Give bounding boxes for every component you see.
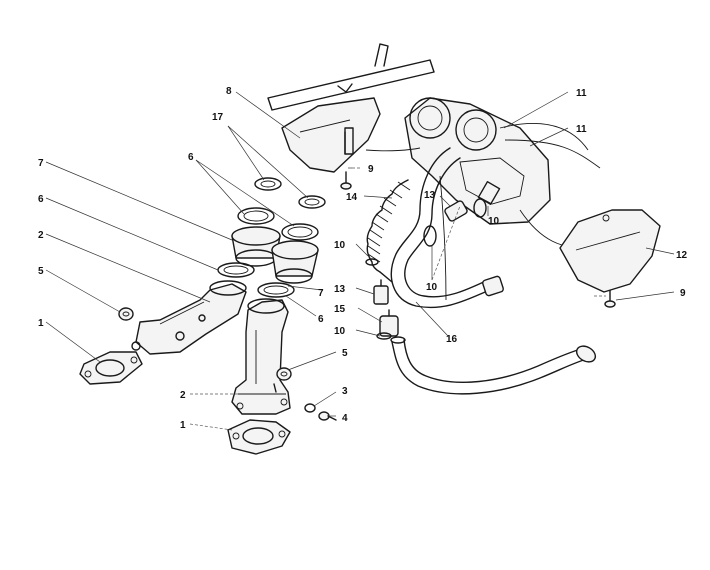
clamp-6-right-upper bbox=[281, 223, 319, 241]
callout-13-lower: 13 bbox=[334, 284, 346, 295]
callout-16: 16 bbox=[446, 334, 458, 345]
hose-lower bbox=[391, 339, 597, 395]
callout-15: 15 bbox=[334, 304, 346, 315]
callout-8: 8 bbox=[226, 86, 232, 97]
callout-2-left: 2 bbox=[38, 230, 44, 241]
callout-3: 3 bbox=[342, 386, 348, 397]
cover-plate-12 bbox=[559, 209, 661, 293]
callout-6-right: 6 bbox=[318, 314, 324, 325]
callout-6-left: 6 bbox=[38, 194, 44, 205]
callout-2-right: 2 bbox=[180, 390, 186, 401]
intake-manifold-2-right bbox=[231, 298, 291, 415]
callout-10-d: 10 bbox=[334, 326, 346, 337]
callout-13-upper: 13 bbox=[424, 190, 436, 201]
callout-10-b: 10 bbox=[426, 282, 438, 293]
callout-labels: 1 1 2 2 3 4 5 5 6 6 6 7 7 8 9 9 10 10 10… bbox=[38, 86, 688, 431]
callout-11-lower: 11 bbox=[576, 124, 587, 135]
gasket-17a bbox=[254, 177, 282, 191]
washer-3 bbox=[304, 403, 316, 413]
cover-plate-8 bbox=[281, 97, 381, 173]
fitting-13-upper bbox=[444, 200, 468, 222]
callout-10-a: 10 bbox=[334, 240, 346, 251]
clamp-6-right-lower bbox=[257, 282, 295, 298]
nut-5-right bbox=[276, 367, 292, 381]
callout-4: 4 bbox=[342, 413, 348, 424]
sleeve-7-right bbox=[271, 240, 319, 284]
callout-14: 14 bbox=[346, 192, 358, 203]
sleeve-7-left bbox=[231, 226, 281, 267]
callout-10-c: 10 bbox=[488, 216, 500, 227]
hose-clamp-10d bbox=[376, 332, 406, 344]
hose-16 bbox=[390, 147, 504, 309]
intake-manifold-2-left bbox=[131, 280, 247, 355]
callout-12: 12 bbox=[676, 250, 688, 261]
clamp-6-left-lower bbox=[217, 262, 255, 278]
flange-1-left bbox=[79, 351, 143, 385]
callout-1-right: 1 bbox=[180, 420, 186, 431]
callout-6-top: 6 bbox=[188, 152, 194, 163]
callout-7-left: 7 bbox=[38, 158, 44, 169]
screw-9-right bbox=[604, 289, 616, 308]
hose-clamp-10b bbox=[423, 225, 437, 247]
screw-9-top bbox=[340, 171, 352, 190]
spring-14 bbox=[366, 179, 411, 283]
nut-5-left bbox=[118, 307, 134, 321]
flange-1-right bbox=[227, 419, 291, 455]
hose-clamp-10c bbox=[473, 198, 487, 218]
callout-1-left: 1 bbox=[38, 318, 44, 329]
clamp-6-left-upper bbox=[237, 207, 275, 225]
carburettor-assembly bbox=[365, 97, 601, 301]
fitting-15 bbox=[379, 309, 399, 337]
fitting-13-lower bbox=[373, 279, 389, 305]
callout-9-right: 9 bbox=[680, 288, 686, 299]
bolt-4 bbox=[318, 411, 337, 421]
callout-9-top: 9 bbox=[368, 164, 374, 175]
leader-lines bbox=[45, 91, 675, 431]
callout-5-right: 5 bbox=[342, 348, 348, 359]
callout-11-top: 11 bbox=[576, 88, 587, 99]
frame-tube bbox=[267, 43, 435, 111]
callout-5-left: 5 bbox=[38, 266, 44, 277]
callout-7-right: 7 bbox=[318, 288, 324, 299]
screw-2-right bbox=[273, 383, 277, 393]
hose-clamp-10a bbox=[365, 258, 379, 266]
gasket-17b bbox=[298, 195, 326, 209]
callout-17: 17 bbox=[212, 112, 224, 123]
